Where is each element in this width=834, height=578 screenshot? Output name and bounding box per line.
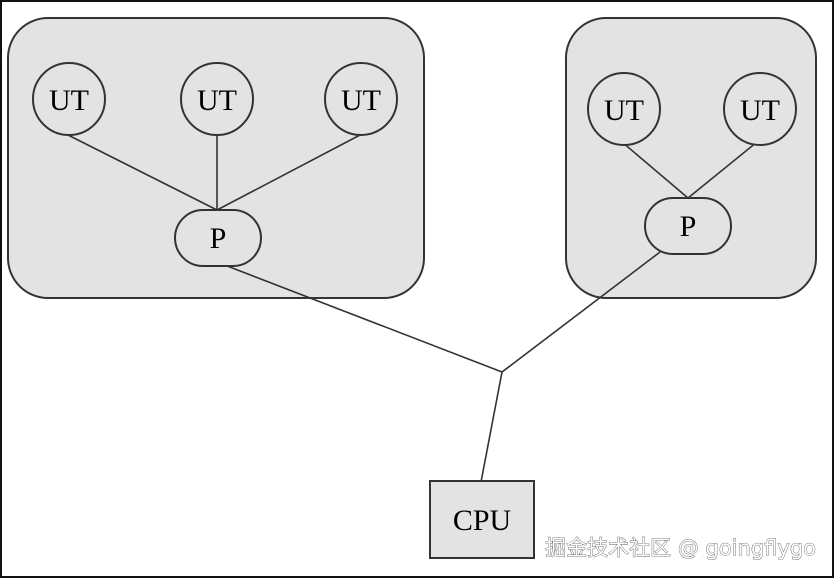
user-thread-node: UT	[587, 72, 661, 146]
process-label: P	[680, 210, 697, 243]
user-thread-label: UT	[197, 84, 237, 117]
edge-p-cpu	[221, 263, 503, 373]
process-node: P	[644, 197, 732, 255]
user-thread-label: UT	[49, 84, 89, 117]
user-thread-label: UT	[341, 84, 381, 117]
user-thread-node: UT	[32, 62, 106, 136]
group-right-box	[565, 17, 817, 299]
cpu-label: CPU	[453, 504, 512, 537]
user-thread-node: UT	[324, 62, 398, 136]
edge-ut-p	[67, 134, 218, 211]
edge-ut-p	[216, 134, 361, 211]
cpu-node: CPU	[429, 480, 535, 559]
edge-p-cpu	[501, 251, 661, 373]
edge-ut-p	[687, 141, 758, 199]
process-label: P	[210, 222, 227, 255]
process-node: P	[174, 209, 262, 267]
user-thread-label: UT	[604, 94, 644, 127]
user-thread-label: UT	[740, 94, 780, 127]
edge-junction-cpu	[480, 371, 503, 483]
edge-ut-p	[621, 141, 689, 199]
watermark-text: 掘金技术社区 @ goingflygo	[545, 536, 816, 560]
user-thread-node: UT	[180, 62, 254, 136]
user-thread-node: UT	[723, 72, 797, 146]
group-left-box	[7, 17, 425, 299]
